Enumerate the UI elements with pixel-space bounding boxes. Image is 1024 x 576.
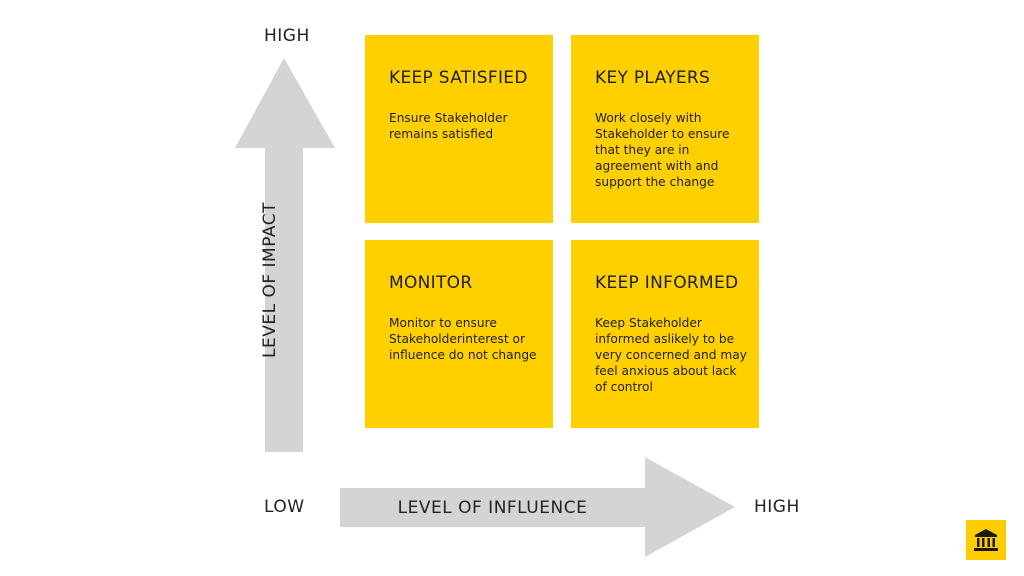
y-axis-title: LEVEL OF IMPACT [260, 202, 280, 358]
quadrant-title: MONITOR [389, 273, 473, 293]
quadrant-title: KEEP INFORMED [595, 273, 739, 293]
x-axis-title: LEVEL OF INFLUENCE [397, 498, 588, 518]
quadrant-description: Keep Stakeholder informed aslikely to be… [595, 316, 747, 394]
quadrant-monitor: MONITOR Monitor to ensure Stakeholderint… [365, 240, 553, 428]
x-axis-high-label: HIGH [754, 497, 800, 517]
quadrant-description: Work closely with Stakeholder to ensure … [595, 111, 730, 189]
quadrant-title: KEY PLAYERS [595, 68, 711, 88]
y-axis-high-label: HIGH [264, 26, 310, 46]
horizontal-arrow [340, 457, 735, 557]
quadrant-title: KEEP SATISFIED [389, 68, 528, 88]
bank-building-icon [966, 520, 1006, 560]
quadrant-keep-satisfied: KEEP SATISFIED Ensure Stakeholder remain… [365, 35, 553, 223]
quadrant-description: Ensure Stakeholder remains satisfied [389, 111, 508, 141]
quadrant-key-players: KEY PLAYERS Work closely with Stakeholde… [571, 35, 759, 223]
quadrant-description: Monitor to ensure Stakeholderinterest or… [389, 316, 537, 362]
x-axis-low-label: LOW [264, 497, 305, 517]
quadrant-keep-informed: KEEP INFORMED Keep Stakeholder informed … [571, 240, 759, 428]
vertical-arrow [235, 58, 335, 452]
